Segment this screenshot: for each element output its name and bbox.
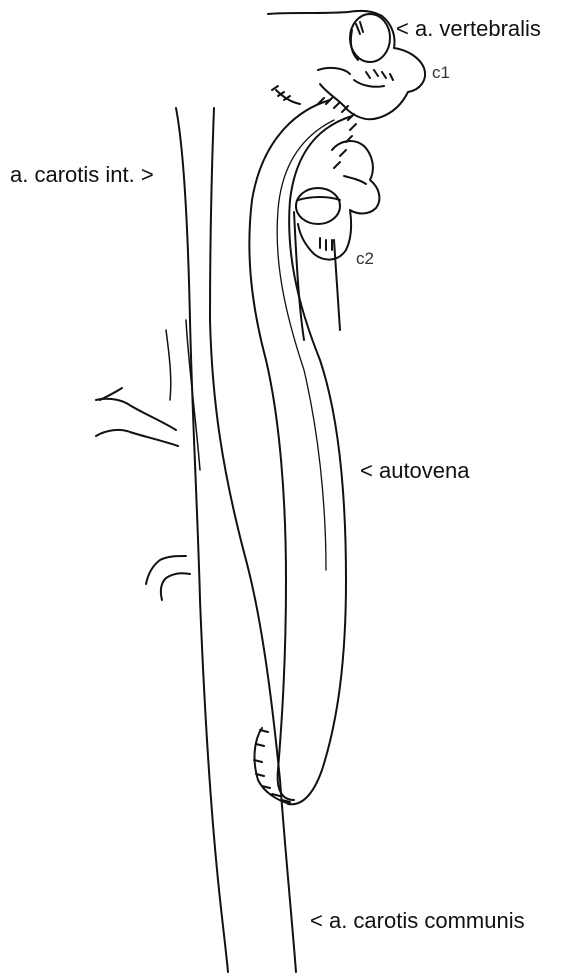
label-vertebralis: < a. vertebralis [396, 18, 541, 40]
label-carotis-interna: a. carotis int. > [10, 164, 154, 186]
label-c1: c1 [432, 64, 450, 81]
label-carotis-communis-text: a. carotis communis [329, 908, 525, 933]
label-carotis-communis: < a. carotis communis [310, 910, 525, 932]
label-carotis-interna-text: a. carotis int. [10, 162, 135, 187]
carotis-interna-vessel [166, 108, 296, 972]
carotis-interna-upper [294, 212, 340, 340]
label-vertebralis-text: a. vertebralis [415, 16, 541, 41]
label-c2: c2 [356, 250, 374, 267]
carotis-branch-upper [96, 388, 178, 446]
vertebral-artery-icon [350, 14, 390, 62]
c2-vertebra [296, 141, 379, 260]
carotis-branch-lower [146, 556, 190, 600]
label-autovena-text: autovena [379, 458, 470, 483]
label-autovena: < autovena [360, 460, 470, 482]
